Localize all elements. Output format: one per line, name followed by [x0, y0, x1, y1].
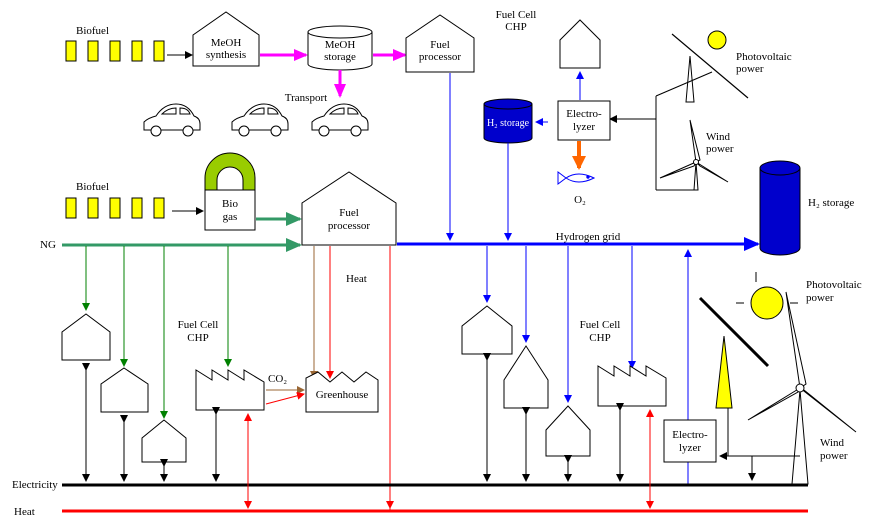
- fuel-processor-top-house: [405, 14, 475, 73]
- fuel-cell-chp-top-label-2: CHP: [505, 21, 526, 33]
- fuel-cell-chp-left-label-1: Fuel Cell: [178, 319, 219, 331]
- biogas-box: [204, 189, 256, 231]
- meoh-synthesis-label-2: synthesis: [206, 49, 246, 61]
- wind-turbine-top-icon: [659, 119, 729, 191]
- ng-branches: [82, 246, 232, 419]
- wind-bottom-label-2: power: [820, 450, 848, 462]
- biofuel-label-mid: Biofuel: [76, 181, 109, 193]
- biogas-label-2: gas: [223, 211, 238, 223]
- electricity-label: Electricity: [12, 479, 58, 491]
- car-icon: [311, 103, 369, 137]
- electrolyzer-top-label-2: lyzer: [573, 121, 595, 133]
- sun-icon: [750, 286, 784, 320]
- house-icon: [61, 313, 111, 361]
- chp-top-house: [559, 19, 601, 69]
- chp-factory-left: [195, 369, 265, 411]
- biofuel-blocks-mid: [65, 197, 165, 219]
- greenhouse-icon: [305, 371, 379, 413]
- co2-label: CO₂: [268, 373, 287, 385]
- electrolyzer-top-label-1: Electro-: [566, 108, 602, 120]
- sun-icon: [707, 30, 727, 50]
- electrolyzer-top-box: [557, 100, 611, 141]
- h2-storage-big-tank: [759, 160, 801, 256]
- heat-label-mid: Heat: [346, 273, 367, 285]
- house-icon: [100, 367, 149, 413]
- pv-right-label-1: Photovoltaic: [806, 279, 862, 291]
- small-tower-icon: [685, 55, 695, 103]
- h2-storage-small-label: H₂ storage: [487, 118, 530, 129]
- meoh-storage-tank: [307, 25, 373, 71]
- biofuel-label-top: Biofuel: [76, 25, 109, 37]
- wind-bottom-label-1: Wind: [820, 437, 844, 449]
- wind-top-label-2: power: [706, 143, 734, 155]
- pv-right-label-2: power: [806, 292, 834, 304]
- pv-panel-right: [698, 296, 770, 368]
- pv-wire: [655, 71, 713, 97]
- electrolyzer-bottom-label-1: Electro-: [672, 429, 708, 441]
- h2-storage-big-label: H₂ storage: [808, 197, 854, 209]
- fuel-processor-top-label-2: processor: [419, 51, 461, 63]
- transport-label: Transport: [285, 92, 327, 104]
- fuel-processor-mid-label-1: Fuel: [339, 207, 359, 219]
- chp-heat-to-greenhouse: [265, 391, 305, 405]
- chp-factory-right: [597, 365, 667, 407]
- hydrogen-grid-label: Hydrogen grid: [556, 231, 621, 243]
- house-icon: [461, 305, 513, 355]
- pv-panel-top: [671, 33, 749, 99]
- heat-connections: [244, 409, 654, 509]
- fuel-processor-mid-label-2: processor: [328, 220, 370, 232]
- fuel-cell-chp-right-label-1: Fuel Cell: [580, 319, 621, 331]
- biogas-dome: [204, 152, 256, 191]
- car-icon: [231, 103, 289, 137]
- greenhouse-label: Greenhouse: [316, 389, 369, 401]
- fish-icon: [557, 171, 596, 185]
- pv-top-label-2: power: [736, 63, 764, 75]
- biofuel-blocks-top: [65, 40, 165, 62]
- pv-top-label-1: Photovoltaic: [736, 51, 792, 63]
- fuel-cell-chp-right-label-2: CHP: [589, 332, 610, 344]
- h2-storage-small-tank: [483, 98, 533, 144]
- ng-label: NG: [40, 239, 56, 251]
- car-icon: [143, 103, 201, 137]
- meoh-synthesis-label-1: MeOH: [211, 37, 242, 49]
- meoh-synthesis-house: [192, 11, 260, 67]
- fuel-cell-chp-left-label-2: CHP: [187, 332, 208, 344]
- fuel-processor-top-label-1: Fuel: [430, 39, 450, 51]
- fuel-processor-mid-house: [301, 171, 397, 246]
- house-icon: [545, 405, 591, 457]
- wind-turbine-bottom-icon: [747, 291, 857, 485]
- wind-top-label-1: Wind: [706, 131, 730, 143]
- fuel-cell-chp-top-label-1: Fuel Cell: [496, 9, 537, 21]
- o2-label: O₂: [574, 194, 586, 206]
- meoh-storage-label-2: storage: [324, 51, 356, 63]
- house-icon: [503, 345, 549, 409]
- electricity-connections: [82, 353, 624, 482]
- house-icon: [141, 419, 187, 463]
- processor-heat-lines: [326, 246, 391, 510]
- electrolyzer-bottom-box: [663, 419, 717, 463]
- meoh-storage-label-1: MeOH: [325, 39, 356, 51]
- biogas-label-1: Bio: [222, 198, 238, 210]
- heat-label-bottom: Heat: [14, 506, 35, 518]
- electrolyzer-bottom-label-2: lyzer: [679, 442, 701, 454]
- pv-tower-icon: [715, 335, 733, 409]
